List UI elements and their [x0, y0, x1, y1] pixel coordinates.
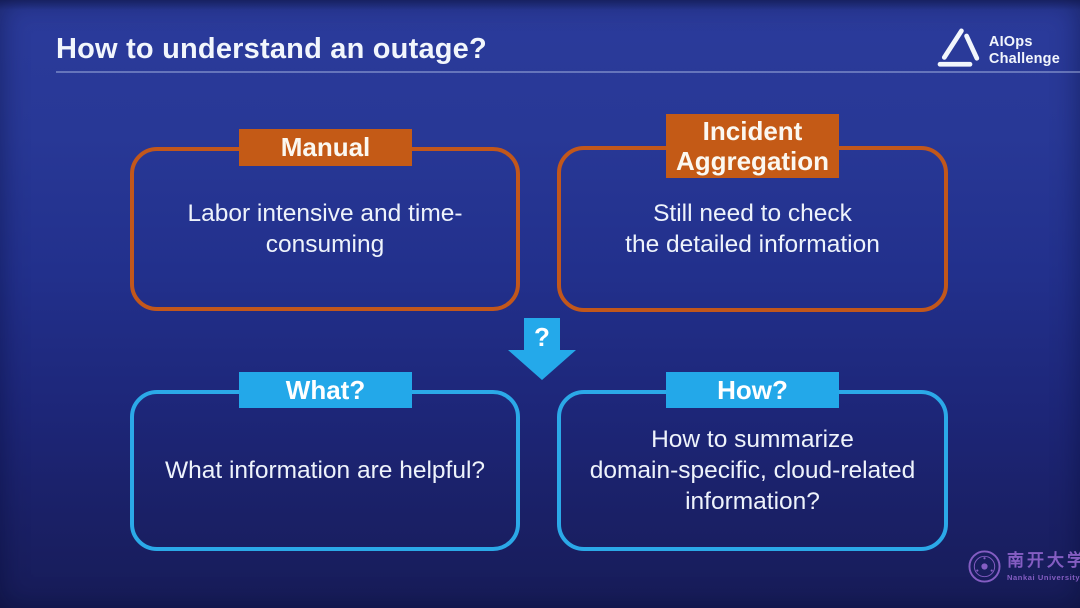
box-how: How to summarize domain-specific, cloud-… — [557, 390, 948, 551]
aiops-logo-text: AIOps Challenge — [989, 34, 1060, 68]
aiops-triangle-icon — [934, 26, 982, 75]
arrow-question-mark: ? — [534, 322, 550, 352]
box-manual-body: Labor intensive and time- consuming — [187, 200, 463, 258]
nankai-chinese-name: 南开大学 — [1007, 551, 1080, 571]
nankai-english-name: Nankai University — [1007, 573, 1080, 582]
box-what: What information are helpful? — [130, 390, 520, 551]
tab-what: What? — [239, 372, 412, 408]
page-title: How to understand an outage? — [56, 33, 487, 65]
box-manual: Labor intensive and time- consuming — [130, 147, 520, 311]
nankai-seal-icon — [968, 550, 1001, 588]
nankai-university-watermark: 南开大学 Nankai University — [968, 550, 1080, 588]
title-underline — [56, 71, 1080, 73]
tab-incident-aggregation: Incident Aggregation — [666, 114, 839, 178]
aiops-challenge-logo: AIOps Challenge — [934, 26, 1060, 75]
down-arrow-icon — [508, 318, 576, 380]
box-how-body: How to summarize domain-specific, cloud-… — [589, 426, 916, 515]
box-incident-aggregation-body: Still need to check the detailed informa… — [625, 200, 880, 258]
tab-manual: Manual — [239, 129, 412, 166]
box-incident-aggregation: Still need to check the detailed informa… — [557, 146, 948, 312]
logo-line1: AIOps — [988, 33, 1033, 50]
tab-how: How? — [666, 372, 839, 408]
logo-line2: Challenge — [988, 50, 1060, 67]
box-what-body: What information are helpful? — [164, 457, 486, 484]
watermark-text: 南开大学 Nankai University — [1007, 550, 1080, 582]
